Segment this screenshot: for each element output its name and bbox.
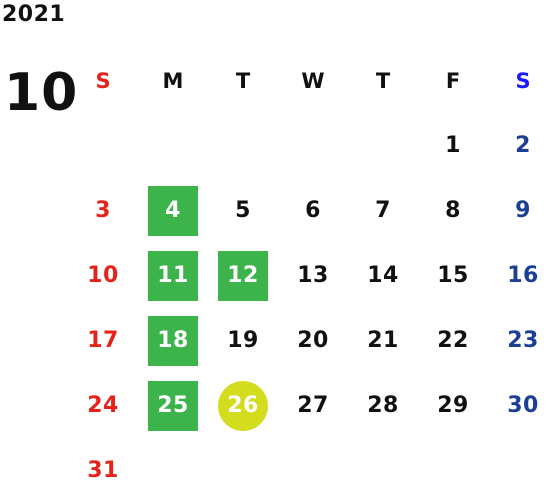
day-8: 8 [445,198,461,223]
day-27: 27 [297,393,329,418]
weekday-header-monday: M [162,68,184,93]
weekday-header-friday: F [445,68,461,93]
day-cell: 3 [68,178,138,243]
weekday-header-wednesday: W [301,68,325,93]
day-20: 20 [297,328,329,353]
day-cell: 31 [68,438,138,503]
day-cell [138,113,208,178]
day-cell: 13 [278,243,348,308]
day-30: 30 [507,393,539,418]
day-23: 23 [507,328,539,353]
day-cell [208,113,278,178]
day-cell: 14 [348,243,418,308]
day-17: 17 [87,328,119,353]
day-cell [278,438,348,503]
day-13: 13 [297,263,329,288]
day-cell [348,438,418,503]
day-cell [418,438,488,503]
year-label: 2021 [2,2,66,27]
day-cell [68,113,138,178]
day-cell: 29 [418,373,488,438]
day-cell: 25 [138,373,208,438]
day-cell: 15 [418,243,488,308]
day-cell: 22 [418,308,488,373]
day-cell: 5 [208,178,278,243]
day-cell: 16 [488,243,548,308]
day-26: 26 [218,380,268,431]
day-cell: 24 [68,373,138,438]
day-cell: 12 [208,243,278,308]
weekday-header-saturday: S [515,68,531,93]
day-7: 7 [375,198,391,223]
day-28: 28 [367,393,399,418]
day-cell: 7 [348,178,418,243]
day-cell: 21 [348,308,418,373]
day-cell: 18 [138,308,208,373]
day-22: 22 [437,328,469,353]
day-cell: 28 [348,373,418,438]
day-cell: 2 [488,113,548,178]
day-cell: 20 [278,308,348,373]
day-cell: 26 [208,373,278,438]
day-19: 19 [227,328,259,353]
day-4: 4 [148,185,198,236]
day-cell [348,113,418,178]
day-11: 11 [148,250,198,301]
day-15: 15 [437,263,469,288]
day-cell: 1 [418,113,488,178]
day-cell: 4 [138,178,208,243]
day-10: 10 [87,263,119,288]
weekday-header-sunday: S [95,68,111,93]
day-cell [488,438,548,503]
day-cell [208,438,278,503]
day-cell [138,438,208,503]
day-29: 29 [437,393,469,418]
day-cell: 17 [68,308,138,373]
day-24: 24 [87,393,119,418]
day-cell: 19 [208,308,278,373]
day-cell: 9 [488,178,548,243]
day-2: 2 [515,133,531,158]
day-cell: 30 [488,373,548,438]
day-9: 9 [515,198,531,223]
day-25: 25 [148,380,198,431]
day-cell: 8 [418,178,488,243]
day-18: 18 [148,315,198,366]
weekday-header-tuesday: T [235,68,251,93]
day-cell: 6 [278,178,348,243]
day-31: 31 [87,458,119,483]
day-12: 12 [218,250,268,301]
day-1: 1 [445,133,461,158]
day-cell: 11 [138,243,208,308]
day-14: 14 [367,263,399,288]
day-3: 3 [95,198,111,223]
day-16: 16 [507,263,539,288]
day-cell: 23 [488,308,548,373]
weekday-header-thursday: T [375,68,391,93]
day-cell: 27 [278,373,348,438]
day-5: 5 [235,198,251,223]
month-number: 10 [4,63,79,123]
day-cell [278,113,348,178]
day-cell: 10 [68,243,138,308]
day-6: 6 [305,198,321,223]
day-21: 21 [367,328,399,353]
